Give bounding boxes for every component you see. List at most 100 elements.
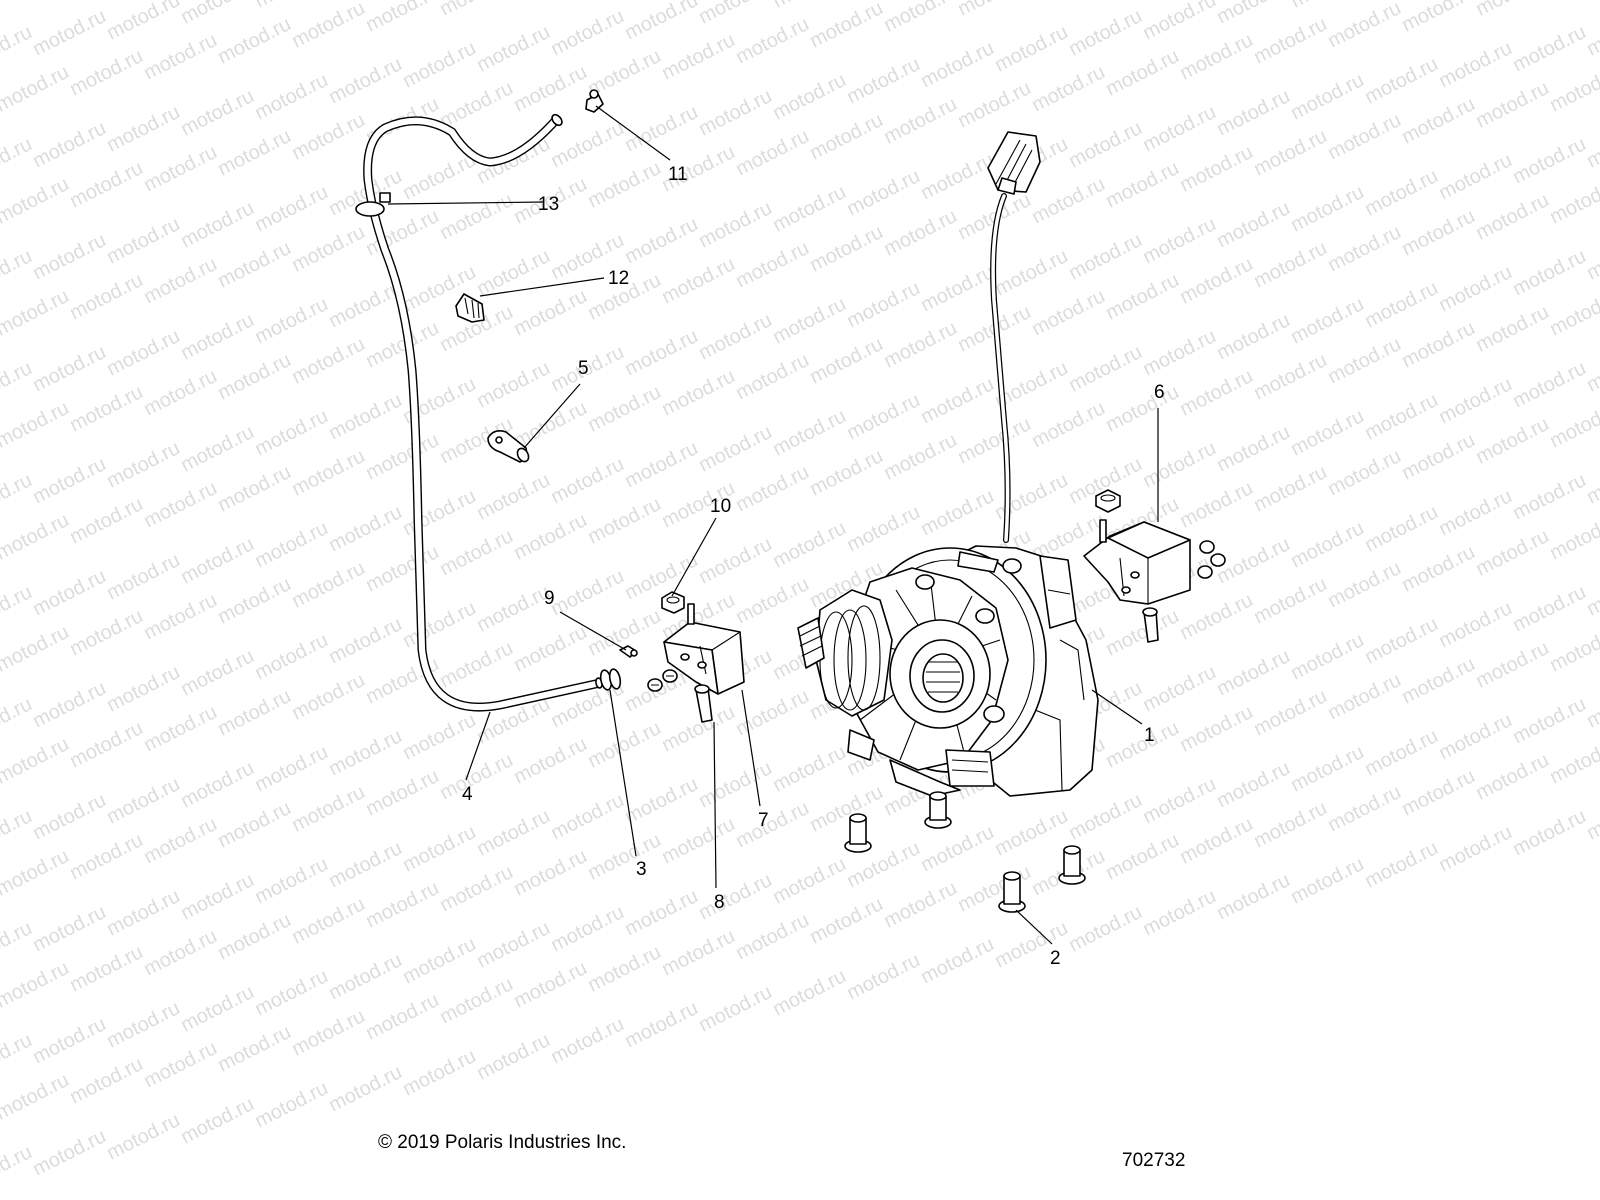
watermark-text: motod.ru: [1250, 349, 1330, 404]
watermark-text: motod.ru: [29, 565, 109, 620]
watermark-text: motod.ru: [288, 557, 368, 612]
watermark-text: motod.ru: [1176, 701, 1256, 756]
watermark-text: motod.ru: [1250, 461, 1330, 516]
watermark-text: motod.ru: [473, 469, 553, 524]
watermark-text: motod.ru: [399, 821, 479, 876]
watermark-text: motod.ru: [1583, 789, 1600, 844]
watermark-text: motod.ru: [1213, 309, 1293, 364]
watermark-text: motod.ru: [1250, 573, 1330, 628]
watermark-text: motod.ru: [991, 469, 1071, 524]
watermark-text: motod.ru: [1250, 797, 1330, 852]
watermark-text: motod.ru: [1361, 165, 1441, 220]
watermark-text: motod.ru: [399, 1045, 479, 1100]
watermark-text: motod.ru: [29, 1013, 109, 1068]
watermark-text: motod.ru: [325, 949, 405, 1004]
watermark-text: motod.ru: [1361, 53, 1441, 108]
watermark-text: motod.ru: [510, 957, 590, 1012]
watermark-text: motod.ru: [621, 325, 701, 380]
watermark-text: motod.ru: [1324, 557, 1404, 612]
watermark-text: motod.ru: [1324, 0, 1404, 52]
watermark-text: motod.ru: [288, 445, 368, 500]
watermark-text: motod.ru: [769, 405, 849, 460]
watermark-text: motod.ru: [177, 85, 257, 140]
watermark-text: motod.ru: [1250, 685, 1330, 740]
watermark-text: motod.ru: [769, 69, 849, 124]
watermark-text: motod.ru: [806, 445, 886, 500]
watermark-text: motod.ru: [769, 181, 849, 236]
watermark-text: motod.ru: [251, 293, 331, 348]
watermark-text: motod.ru: [362, 541, 442, 596]
watermark-text: motod.ru: [1398, 653, 1478, 708]
watermark-text: motod.ru: [1287, 405, 1367, 460]
watermark-text: motod.ru: [436, 189, 516, 244]
watermark-text: motod.ru: [1472, 749, 1552, 804]
watermark-text: motod.ru: [177, 757, 257, 812]
watermark-text: motod.ru: [732, 909, 812, 964]
watermark-text: motod.ru: [1398, 541, 1478, 596]
watermark-text: motod.ru: [251, 405, 331, 460]
watermark-text: motod.ru: [1435, 597, 1515, 652]
watermark-text: motod.ru: [251, 1077, 331, 1132]
watermark-text: motod.ru: [251, 629, 331, 684]
watermark-text: motod.ru: [1546, 0, 1600, 4]
watermark-text: motod.ru: [0, 917, 36, 972]
watermark-text: motod.ru: [1509, 693, 1589, 748]
watermark-text: motod.ru: [1176, 365, 1256, 420]
watermark-text: motod.ru: [1287, 293, 1367, 348]
watermark-text: motod.ru: [769, 0, 849, 12]
watermark-text: motod.ru: [1472, 189, 1552, 244]
watermark-text: motod.ru: [1065, 229, 1145, 284]
watermark-text: motod.ru: [658, 925, 738, 980]
watermark-text: motod.ru: [362, 877, 442, 932]
watermark-text: motod.ru: [695, 533, 775, 588]
watermark-text: motod.ru: [140, 141, 220, 196]
watermark-text: motod.ru: [0, 957, 73, 1012]
watermark-text: motod.ru: [1028, 397, 1108, 452]
watermark-text: motod.ru: [1324, 669, 1404, 724]
watermark-text: motod.ru: [66, 493, 146, 548]
watermark-text: motod.ru: [1213, 869, 1293, 924]
watermark-text: motod.ru: [658, 253, 738, 308]
watermark-text: motod.ru: [399, 709, 479, 764]
watermark-text: motod.ru: [1398, 317, 1478, 372]
watermark-text: motod.ru: [1065, 789, 1145, 844]
watermark-text: motod.ru: [843, 389, 923, 444]
watermark-text: motod.ru: [1028, 173, 1108, 228]
watermark-text: motod.ru: [1102, 45, 1182, 100]
watermark-text: motod.ru: [1139, 325, 1219, 380]
callout-9: 9: [544, 588, 555, 609]
watermark-text: motod.ru: [1583, 341, 1600, 396]
watermark-text: motod.ru: [991, 245, 1071, 300]
watermark-text: motod.ru: [288, 893, 368, 948]
watermark-text: motod.ru: [510, 845, 590, 900]
watermark-text: motod.ru: [1287, 853, 1367, 908]
watermark-text: motod.ru: [991, 21, 1071, 76]
watermark-text: motod.ru: [325, 613, 405, 668]
watermark-text: motod.ru: [1287, 181, 1367, 236]
watermark-text: motod.ru: [288, 1005, 368, 1060]
callout-3: 3: [636, 859, 647, 880]
watermark-text: motod.ru: [325, 501, 405, 556]
watermark-text: motod.ru: [103, 437, 183, 492]
watermark-text: motod.ru: [140, 701, 220, 756]
watermark-text: motod.ru: [0, 621, 73, 676]
watermark-text: motod.ru: [547, 901, 627, 956]
watermark-text: motod.ru: [621, 0, 701, 44]
watermark-text: motod.ru: [1102, 717, 1182, 772]
watermark-text: motod.ru: [1065, 5, 1145, 60]
watermark-text: motod.ru: [288, 221, 368, 276]
watermark-text: motod.ru: [547, 453, 627, 508]
watermark-text: motod.ru: [732, 349, 812, 404]
nut-10: [661, 591, 685, 614]
watermark-text: motod.ru: [214, 909, 294, 964]
watermark-text: motod.ru: [695, 197, 775, 252]
watermark-text: motod.ru: [1102, 157, 1182, 212]
watermark-text: motod.ru: [584, 829, 664, 884]
watermark-text: motod.ru: [103, 101, 183, 156]
watermark-text: motod.ru: [917, 37, 997, 92]
watermark-text: motod.ru: [177, 309, 257, 364]
watermark-text: motod.ru: [1065, 901, 1145, 956]
watermark-text: motod.ru: [843, 277, 923, 332]
watermark-text: motod.ru: [621, 101, 701, 156]
